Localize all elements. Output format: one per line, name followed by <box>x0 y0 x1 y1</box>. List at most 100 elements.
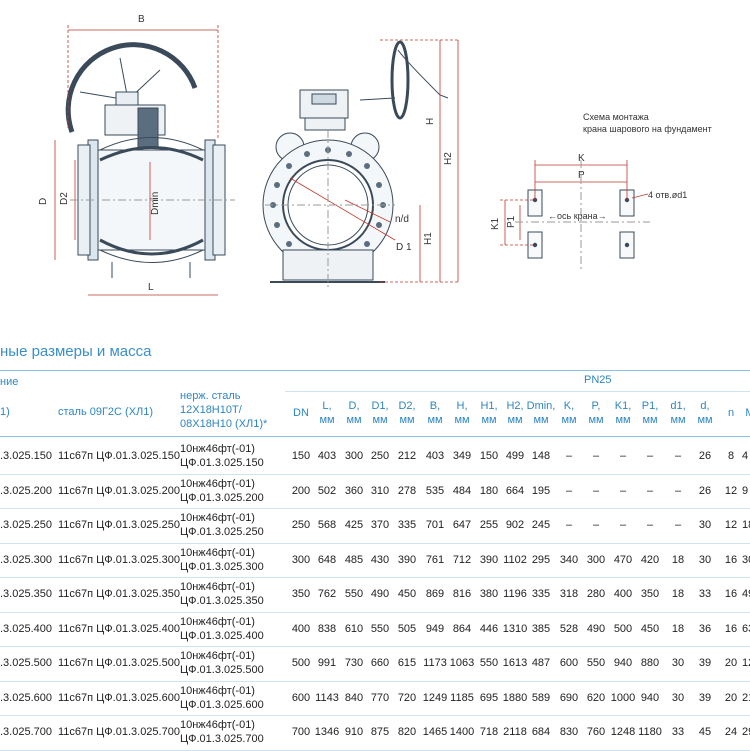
dim-header: P,мм <box>581 399 611 427</box>
cell-value: 600 <box>291 691 311 704</box>
cell-value: – <box>565 519 573 532</box>
dim-header-name: D1, <box>371 400 389 412</box>
cell-value: – <box>592 519 600 532</box>
cell-value: 550 <box>586 657 606 670</box>
cell-value: – <box>565 450 573 463</box>
dim-header-unit: мм <box>615 414 631 426</box>
cell-value: – <box>592 484 600 497</box>
cell-value: 370 <box>370 519 390 532</box>
cell-value: 360 <box>344 484 364 497</box>
cell-value: – <box>565 484 573 497</box>
cell-value: – <box>674 484 682 497</box>
cell-value: 816 <box>452 588 472 601</box>
dim-header: D1,мм <box>365 399 395 427</box>
label-D1: D 1 <box>396 242 412 253</box>
dim-header-name: H2, <box>506 400 524 412</box>
cell-value: 390 <box>397 553 417 566</box>
cell-designation-c-line2: ЦФ.01.3.025.400 <box>180 629 264 642</box>
cell-value: 718 <box>479 726 499 739</box>
dim-header: D,мм <box>339 399 369 427</box>
cell-value: 150 <box>479 450 499 463</box>
cell-value: 400 <box>613 588 633 601</box>
dim-header: H,мм <box>447 399 477 427</box>
cell-designation-c-line2: ЦФ.01.3.025.600 <box>180 698 264 711</box>
label-H2: H2 <box>443 152 454 165</box>
section-title: ные размеры и масса <box>0 343 152 360</box>
cell-value: 250 <box>291 519 311 532</box>
cell-designation-c-line1: 10нж46фт(-01) <box>180 512 255 525</box>
cell-value: 420 <box>640 553 660 566</box>
dim-header: P1,мм <box>635 399 665 427</box>
dim-header: d1,мм <box>663 399 693 427</box>
dim-header-name: K, <box>563 400 575 412</box>
cell-value: 875 <box>370 726 390 739</box>
cell-value: 30 <box>671 691 685 704</box>
cell-value: 1310 <box>502 622 528 635</box>
cell-value: 20 <box>724 657 738 670</box>
cell-value: 840 <box>344 691 364 704</box>
cell-value: 940 <box>640 691 660 704</box>
cell-designation-b: 11с67п ЦФ.01.3.025.250 <box>58 519 180 532</box>
label-D: D <box>38 198 49 205</box>
cell-value: 684 <box>531 726 551 739</box>
cell-value: 500 <box>613 622 633 635</box>
row-divider <box>0 542 750 544</box>
cell-designation-c-line2: ЦФ.01.3.025.300 <box>180 560 264 573</box>
cell-value: 212 <box>397 450 417 463</box>
header-col-b: сталь 09Г2С (ХЛ1) <box>58 406 154 418</box>
dim-header-name: B, <box>429 400 441 412</box>
dim-header-name: Dmin, <box>526 400 556 412</box>
dim-header: K1, мм <box>608 399 638 427</box>
cell-designation-c-line2: ЦФ.01.3.025.250 <box>180 526 264 539</box>
cell-designation-a: .3.025.250 <box>0 519 52 532</box>
header-col-c-line3: 08Х18Н10 (ХЛ1)* <box>180 418 268 430</box>
row-divider <box>0 611 750 613</box>
cell-value: 910 <box>344 726 364 739</box>
cell-designation-a: .3.025.150 <box>0 450 52 463</box>
cell-value: 300 <box>586 553 606 566</box>
cell-value: 1196 <box>503 588 527 601</box>
cell-value: 245 <box>531 519 551 532</box>
cell-value: 535 <box>425 484 445 497</box>
cell-value: 403 <box>317 450 337 463</box>
dim-header-unit: мм <box>346 414 362 426</box>
cell-value: 16 <box>724 553 738 566</box>
dim-header-unit: мм <box>697 414 713 426</box>
cell-value: 295 <box>531 553 551 566</box>
cell-value: 1613 <box>502 657 528 670</box>
cell-designation-c-line1: 10нж46фт(-01) <box>180 684 255 697</box>
cell-value: – <box>646 484 654 497</box>
cell-value: 63 <box>742 622 750 635</box>
cell-value: 1346 <box>314 726 340 739</box>
label-H1: H1 <box>423 232 434 245</box>
header-pn-rule <box>285 391 750 392</box>
dim-header: L,мм <box>312 399 342 427</box>
dim-header: K,мм <box>554 399 584 427</box>
cell-designation-b: 11с67п ЦФ.01.3.025.150 <box>58 450 180 463</box>
cell-value: 26 <box>698 484 712 497</box>
header-col-c: нерж. сталь 12Х18Н10Т/ 08Х18Н10 (ХЛ1)* <box>180 389 267 431</box>
cell-designation-b: 11с67п ЦФ.01.3.025.400 <box>58 622 180 635</box>
cell-value: 380 <box>479 588 499 601</box>
cell-value: 148 <box>531 450 551 463</box>
cell-value: 280 <box>586 588 606 601</box>
dim-header: H1,мм <box>474 399 504 427</box>
dim-header-unit: мм <box>533 414 549 426</box>
dim-header: Ma <box>738 406 750 420</box>
cell-value: 335 <box>531 588 551 601</box>
dim-header-name: K1, <box>614 400 632 412</box>
cell-designation-c-line1: 10нж46фт(-01) <box>180 719 255 732</box>
cell-designation-a: .3.025.200 <box>0 484 52 497</box>
cell-value: – <box>646 450 654 463</box>
cell-value: 300 <box>291 553 311 566</box>
cell-value: – <box>619 450 627 463</box>
dim-header: Dmin, мм <box>526 399 556 427</box>
cell-value: 647 <box>452 519 472 532</box>
cell-value: 400 <box>291 622 311 635</box>
cell-value: 550 <box>479 657 499 670</box>
cell-value: 991 <box>317 657 337 670</box>
label-P: P <box>578 170 585 181</box>
cell-value: 278 <box>397 484 417 497</box>
cell-value: 26 <box>698 450 712 463</box>
dim-header-name: DN <box>293 407 309 419</box>
